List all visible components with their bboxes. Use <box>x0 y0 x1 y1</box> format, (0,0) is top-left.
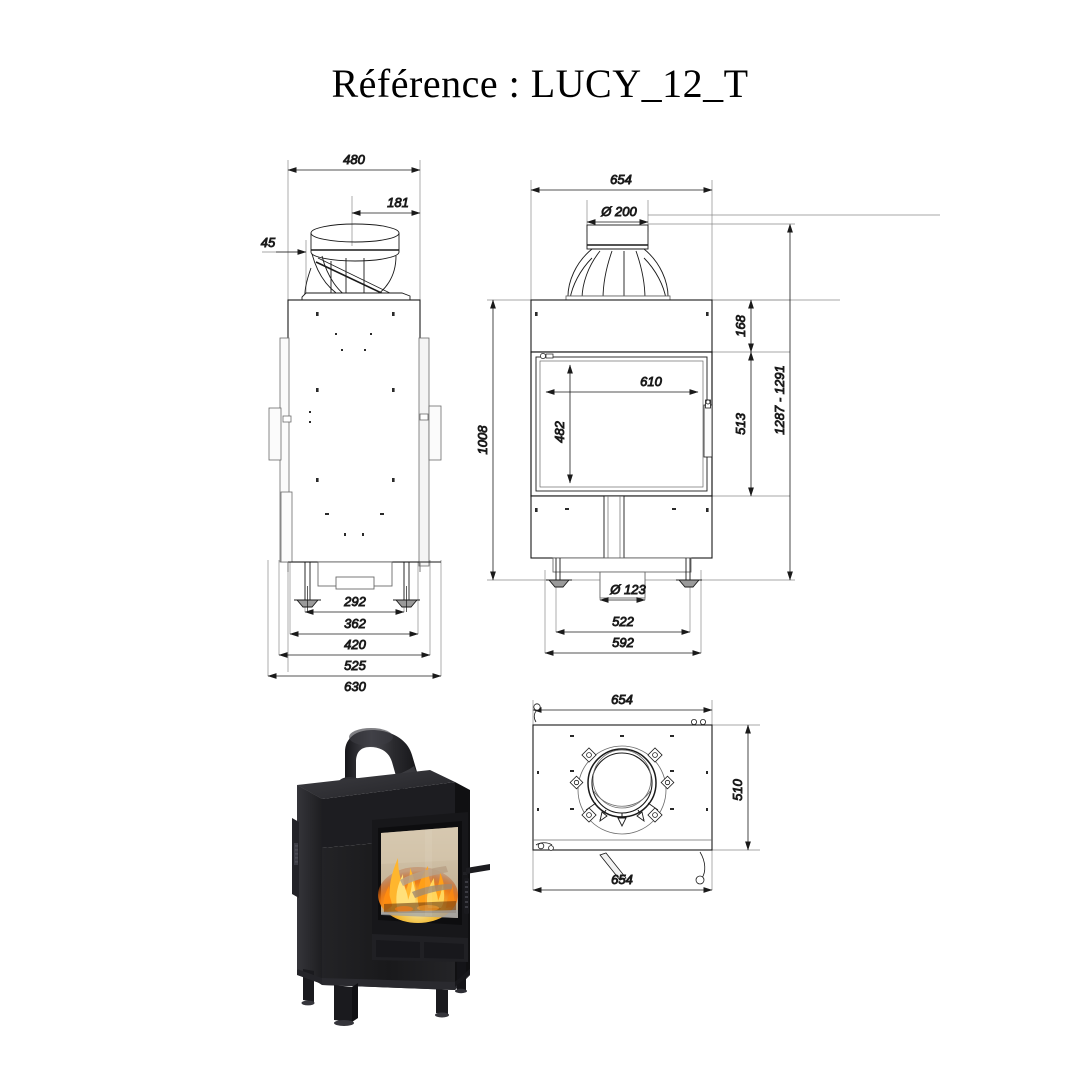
dim-side-45: 45 <box>261 235 276 250</box>
dim-side-480: 480 <box>343 152 365 167</box>
dim-front-592: 592 <box>612 635 634 650</box>
dim-side-292: 292 <box>343 594 366 609</box>
dim-front-654: 654 <box>610 172 632 187</box>
side-elevation-view: 480 181 45 <box>260 152 442 694</box>
dim-front-522: 522 <box>612 614 634 629</box>
dim-front-flue-diameter: Ø 200 <box>600 204 637 219</box>
dim-front-513: 513 <box>733 412 748 434</box>
dim-side-525: 525 <box>344 658 366 673</box>
dim-side-362: 362 <box>344 616 366 631</box>
front-elevation-view: 654 Ø 200 168 <box>475 172 940 656</box>
dim-side-630: 630 <box>344 679 366 694</box>
dim-front-1008: 1008 <box>475 425 490 455</box>
dim-front-482: 482 <box>552 420 567 442</box>
dim-top-654-upper: 654 <box>611 692 633 707</box>
dim-top-654-lower: 654 <box>611 872 633 887</box>
product-photograph <box>292 728 490 1026</box>
dim-front-610: 610 <box>640 374 662 389</box>
page-title: Référence : LUCY_12_T <box>331 61 749 106</box>
dim-side-420: 420 <box>344 637 366 652</box>
top-plan-view: 654 <box>532 692 760 893</box>
dim-front-total-height: 1287 - 1291 <box>772 365 787 434</box>
dim-side-181: 181 <box>387 195 409 210</box>
dim-top-510: 510 <box>730 778 745 800</box>
dim-front-inlet-diameter: Ø 123 <box>609 582 646 597</box>
dim-front-168: 168 <box>733 314 748 336</box>
